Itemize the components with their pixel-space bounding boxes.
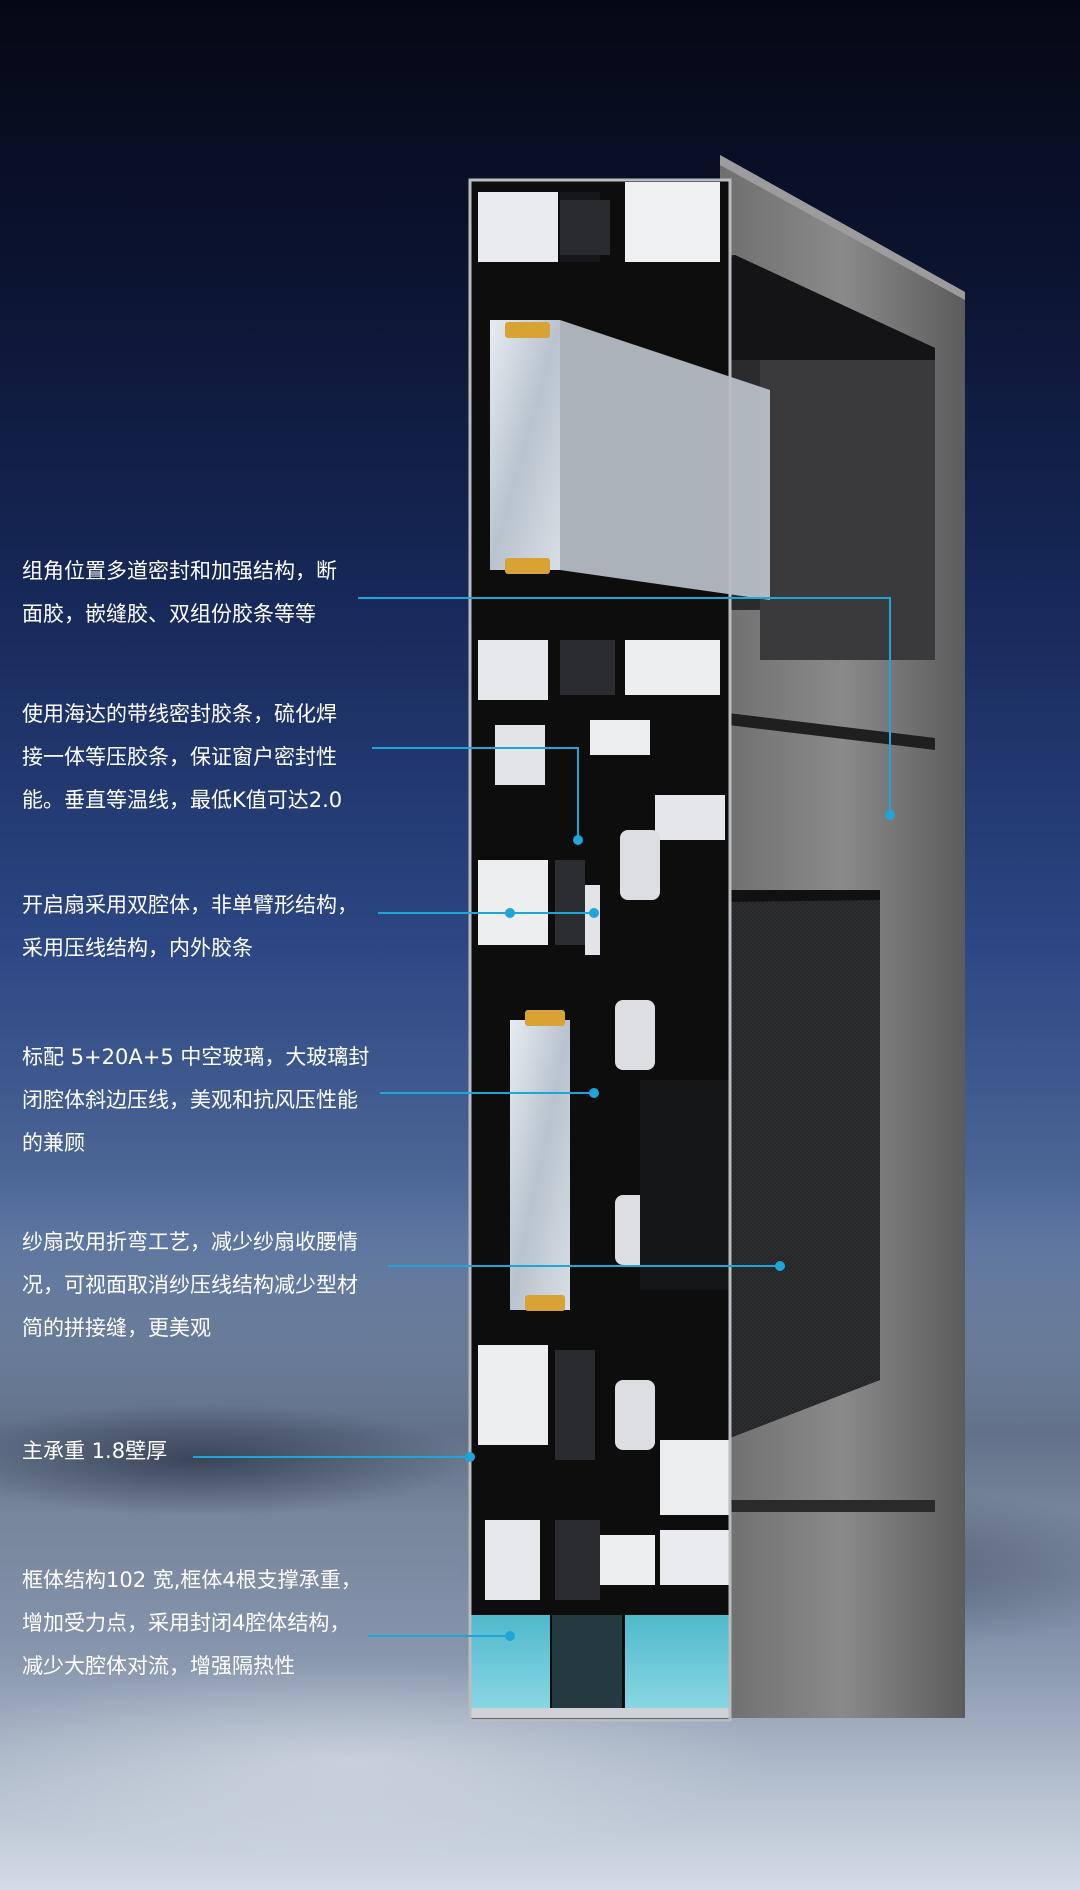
- callout-sealing-strip: 使用海达的带线密封胶条，硫化焊 接一体等压胶条，保证窗户密封性 能。垂直等温线，…: [22, 702, 343, 812]
- callout-wall-thickness: 主承重 1.8壁厚: [22, 1439, 168, 1463]
- callout-frame-structure: 框体结构102 宽,框体4根支撑承重， 增加受力点，采用封闭4腔体结构， 减少大…: [22, 1568, 362, 1678]
- callout-screen-sash: 纱扇改用折弯工艺，减少纱扇收腰情 况，可视面取消纱压线结构减少型材 简的拼接缝，…: [22, 1230, 358, 1340]
- callout-sash-cavity: 开启扇采用双腔体，非单臂形结构， 采用压线结构，内外胶条: [22, 893, 358, 960]
- callout-insulated-glass: 标配 5+20A+5 中空玻璃，大玻璃封 闭腔体斜边压线，美观和抗风压性能 的兼…: [22, 1045, 370, 1155]
- callout-corner-seal: 组角位置多道密封和加强结构，断 面胶，嵌缝胶、双组份胶条等等: [22, 559, 337, 626]
